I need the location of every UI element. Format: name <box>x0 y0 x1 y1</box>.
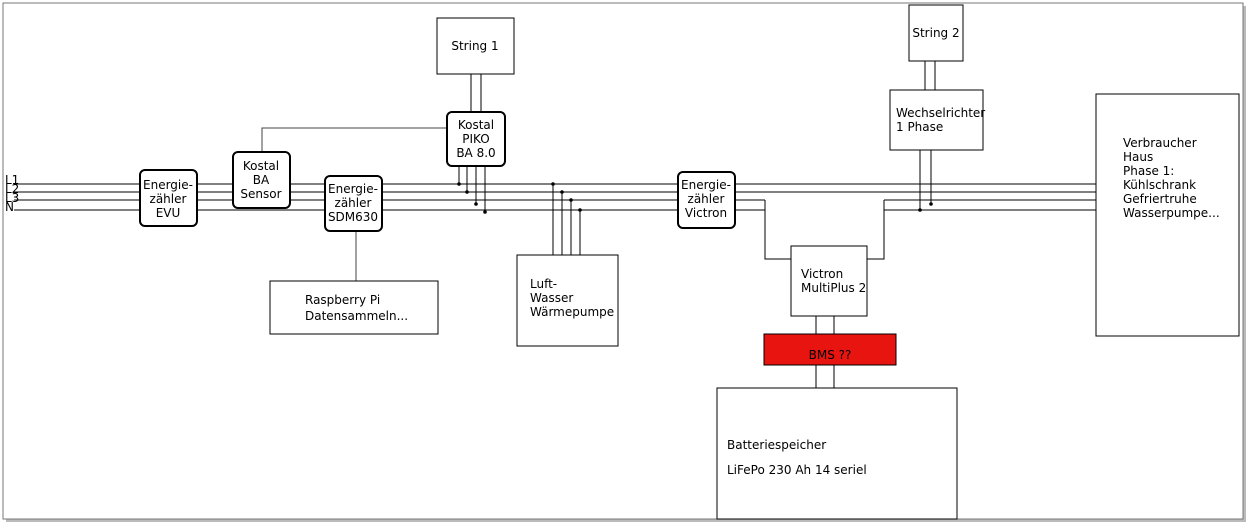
diagram-frame <box>2 2 1244 520</box>
string-2: String 2 <box>908 4 964 62</box>
victron-multiplus: Victron MultiPlus 2 <box>790 245 868 317</box>
svg-text:EVU: EVU <box>156 206 181 220</box>
svg-text:Sensor: Sensor <box>240 187 281 201</box>
svg-text:Luft-: Luft- <box>530 277 557 291</box>
svg-text:BA 8.0: BA 8.0 <box>456 146 495 160</box>
svg-text:Wärmepumpe: Wärmepumpe <box>530 305 614 319</box>
svg-text:String 2: String 2 <box>912 26 959 40</box>
svg-text:zähler: zähler <box>688 192 725 206</box>
svg-text:Raspberry Pi: Raspberry Pi <box>305 293 380 307</box>
svg-text:Kostal: Kostal <box>458 118 494 132</box>
svg-text:Victron: Victron <box>801 267 843 281</box>
svg-text:Victron: Victron <box>685 206 727 220</box>
svg-text:zähler: zähler <box>150 192 187 206</box>
svg-text:Energie-: Energie- <box>328 182 378 196</box>
svg-text:Verbraucher: Verbraucher <box>1123 136 1197 150</box>
svg-text:LiFePo 230 Ah 14 seriel: LiFePo 230 Ah 14 seriel <box>727 463 867 477</box>
consumer-house: Verbraucher Haus Phase 1: Kühlschrank Ge… <box>1095 93 1240 337</box>
svg-text:Energie-: Energie- <box>143 178 193 192</box>
svg-text:SDM630: SDM630 <box>328 210 378 224</box>
kostal-piko: Kostal PIKO BA 8.0 <box>446 111 506 167</box>
svg-text:PIKO: PIKO <box>462 132 489 146</box>
svg-text:Datensammeln...: Datensammeln... <box>305 309 408 323</box>
svg-text:Kühlschrank: Kühlschrank <box>1123 178 1196 192</box>
heat-pump: Luft- Wasser Wärmepumpe <box>516 254 619 347</box>
bus-label-n: N <box>5 200 14 214</box>
svg-text:Wasser: Wasser <box>530 291 573 305</box>
svg-text:1 Phase: 1 Phase <box>896 120 943 134</box>
bus-label-l3: L3 <box>5 191 19 205</box>
svg-text:Wasserpumpe...: Wasserpumpe... <box>1123 206 1220 220</box>
svg-text:BA: BA <box>253 173 270 187</box>
svg-text:Phase 1:: Phase 1: <box>1123 164 1174 178</box>
kostal-sensor: Kostal BA Sensor <box>232 151 291 209</box>
svg-text:zähler: zähler <box>335 196 372 210</box>
inverter-1-phase: Wechselrichter 1 Phase <box>889 89 985 151</box>
svg-text:Batteriespeicher: Batteriespeicher <box>727 438 826 452</box>
bus-label-l1: L1 <box>5 173 19 187</box>
svg-text:BMS ??: BMS ?? <box>809 348 852 362</box>
meter-sdm630: Energie- zähler SDM630 <box>324 175 383 232</box>
svg-text:String 1: String 1 <box>451 39 498 53</box>
bus-labels: L1 L2 L3 N <box>5 173 19 214</box>
svg-text:Energie-: Energie- <box>681 178 731 192</box>
svg-text:Kostal: Kostal <box>243 159 279 173</box>
svg-text:MultiPlus 2: MultiPlus 2 <box>801 281 866 295</box>
junction-dots <box>457 182 933 214</box>
meter-evu: Energie- zähler EVU <box>139 169 198 227</box>
meter-victron: Energie- zähler Victron <box>677 171 736 229</box>
battery-storage: Batteriespeicher LiFePo 230 Ah 14 seriel <box>716 387 958 520</box>
raspberry-pi: Raspberry Pi Datensammeln... <box>269 280 439 335</box>
svg-text:Haus: Haus <box>1123 150 1153 164</box>
string-1: String 1 <box>436 17 515 75</box>
bms-box: BMS ?? <box>763 333 897 366</box>
bus-label-l2: L2 <box>5 182 19 196</box>
svg-text:Wechselrichter: Wechselrichter <box>896 106 985 120</box>
svg-text:Gefriertruhe: Gefriertruhe <box>1123 192 1197 206</box>
